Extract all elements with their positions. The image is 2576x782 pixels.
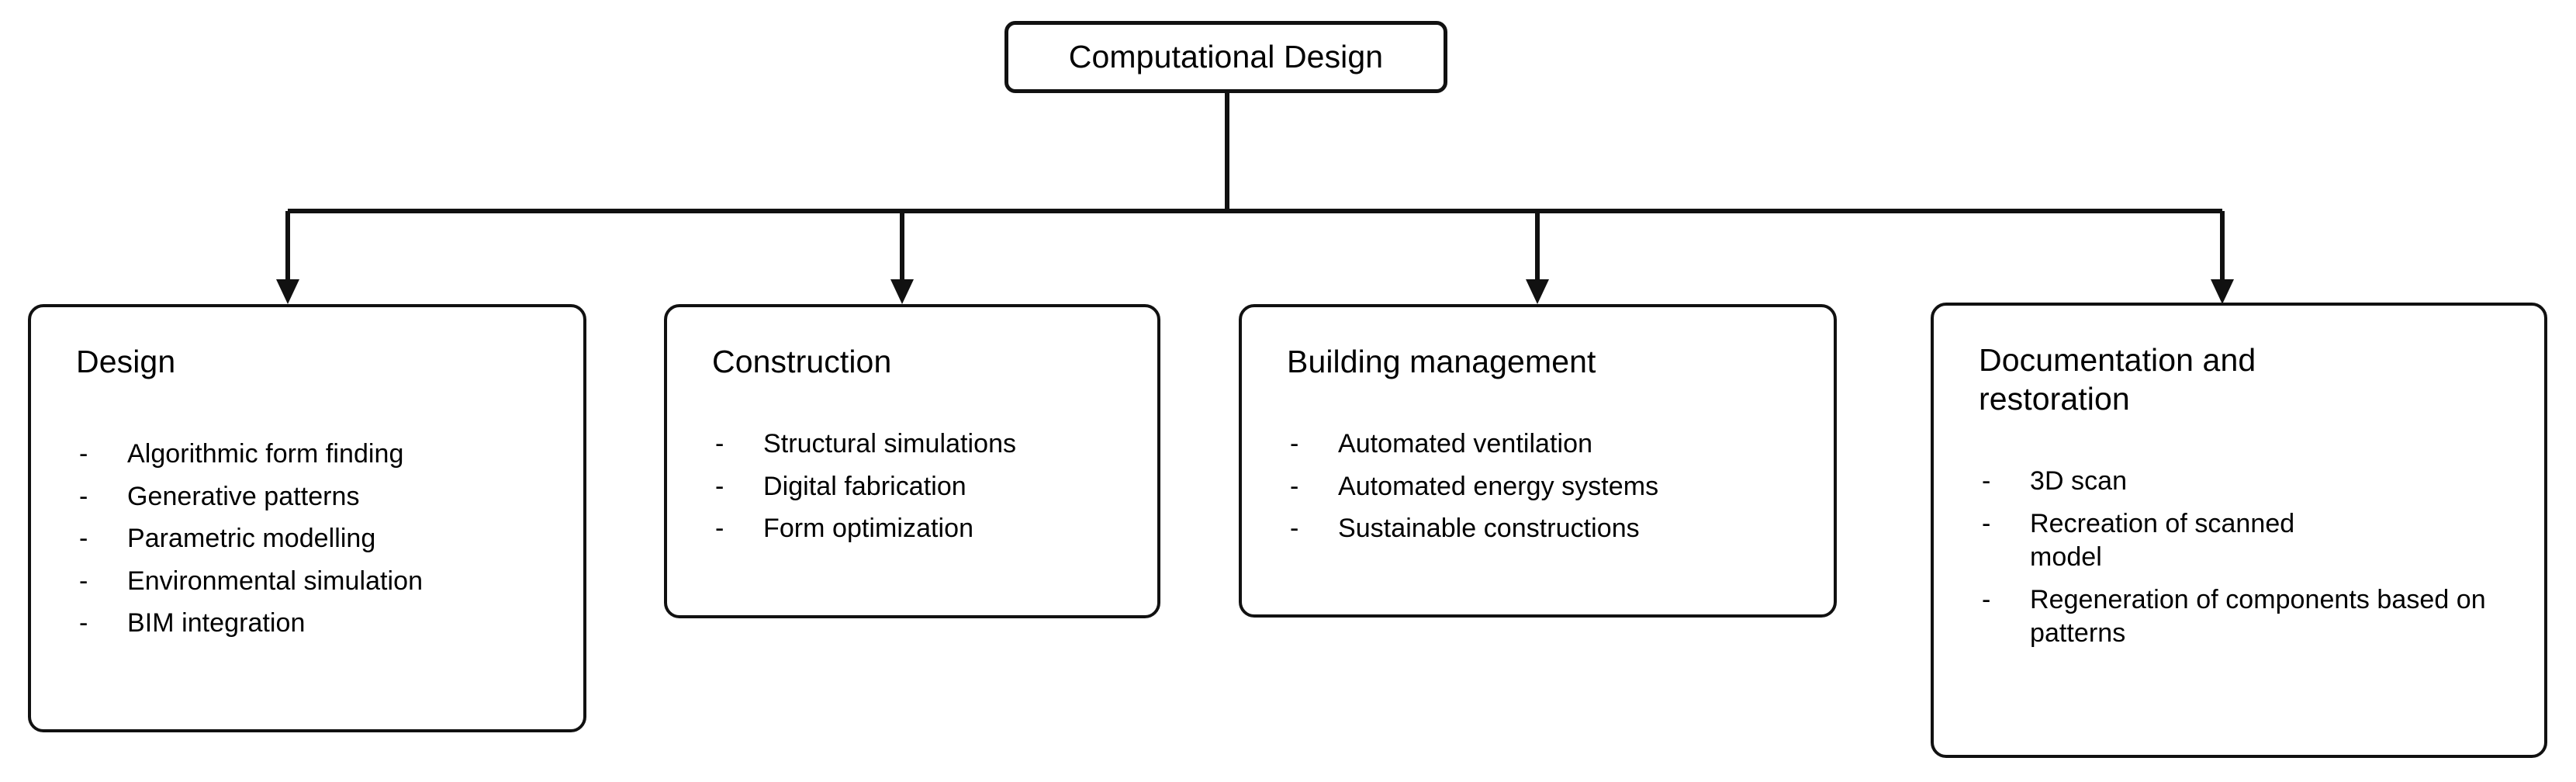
node-building-management-bullet-list: - Automated ventilation - Automated ener… [1290, 427, 1825, 555]
list-item-label: Structural simulations [763, 429, 1017, 458]
bullet-marker: - [715, 514, 724, 544]
list-item: - Structural simulations [715, 427, 1150, 462]
bullet-marker: - [715, 429, 724, 458]
list-item: - Algorithmic form finding [79, 438, 576, 472]
arrowhead-icon-design [276, 279, 299, 304]
list-item-label: Form optimization [763, 514, 974, 544]
list-item: - Form optimization [715, 512, 1150, 546]
list-item-label: Automated ventilation [1338, 429, 1593, 458]
list-item: - Parametric modelling [79, 522, 576, 556]
node-documentation-and-restoration-title: Documentation and restoration [1979, 342, 2256, 417]
node-building-management[interactable]: Building management - Automated ventilat… [1239, 304, 1837, 618]
bullet-marker: - [1290, 471, 1299, 501]
bullet-marker: - [79, 481, 88, 511]
node-documentation-bullet-list: - 3D scan - Recreation of scanned model … [1982, 465, 2525, 659]
node-construction[interactable]: Construction - Structural simulations - … [664, 304, 1160, 618]
bullet-marker: - [1982, 466, 1991, 496]
list-item-label: Algorithmic form finding [127, 439, 404, 469]
node-documentation-and-restoration[interactable]: Documentation and restoration - 3D scan … [1931, 303, 2547, 758]
arrowhead-icon-documentation [2211, 279, 2234, 304]
node-construction-title: Construction [712, 344, 892, 379]
list-item-label: 3D scan [2030, 466, 2128, 496]
list-item-label: Parametric modelling [127, 524, 376, 554]
bullet-marker: - [1982, 508, 1991, 538]
node-building-management-title: Building management [1287, 344, 1596, 379]
list-item: - Sustainable constructions [1290, 512, 1825, 546]
bullet-marker: - [79, 566, 88, 596]
list-item: - Regeneration of components based on pa… [1982, 583, 2525, 651]
list-item: - Environmental simulation [79, 565, 576, 599]
list-item-label: Automated energy systems [1338, 471, 1659, 501]
node-root-computational-design[interactable]: Computational Design [1004, 21, 1447, 93]
list-item-label: Environmental simulation [127, 566, 424, 596]
list-item: - Automated energy systems [1290, 470, 1825, 504]
list-item-label: Sustainable constructions [1338, 514, 1640, 544]
node-design-bullet-list: - Algorithmic form finding - Generative … [79, 438, 576, 649]
list-item-label: Recreation of scanned model [2030, 508, 2295, 573]
list-item: - 3D scan [1982, 465, 2525, 499]
arrowhead-icon-construction [890, 279, 914, 304]
bullet-marker: - [79, 439, 88, 469]
arrowhead-icon-building-management [1526, 279, 1549, 304]
list-item-label: BIM integration [127, 608, 306, 638]
list-item-label: Digital fabrication [763, 471, 966, 501]
list-item: - BIM integration [79, 607, 576, 641]
bullet-marker: - [1982, 584, 1991, 614]
bullet-marker: - [79, 524, 88, 554]
bullet-marker: - [1290, 429, 1299, 458]
list-item-label: Generative patterns [127, 481, 360, 511]
list-item: - Automated ventilation [1290, 427, 1825, 462]
list-item: - Generative patterns [79, 480, 576, 514]
bullet-marker: - [79, 608, 88, 638]
list-item-label: Regeneration of components based on patt… [2030, 584, 2486, 649]
bullet-marker: - [715, 471, 724, 501]
list-item: - Digital fabrication [715, 470, 1150, 504]
bullet-marker: - [1290, 514, 1299, 544]
root-node-title: Computational Design [1068, 38, 1384, 74]
node-design-title: Design [76, 344, 176, 379]
node-construction-bullet-list: - Structural simulations - Digital fabri… [715, 427, 1150, 555]
list-item: - Recreation of scanned model [1982, 507, 2525, 575]
node-design[interactable]: Design - Algorithmic form finding - Gene… [28, 304, 586, 732]
